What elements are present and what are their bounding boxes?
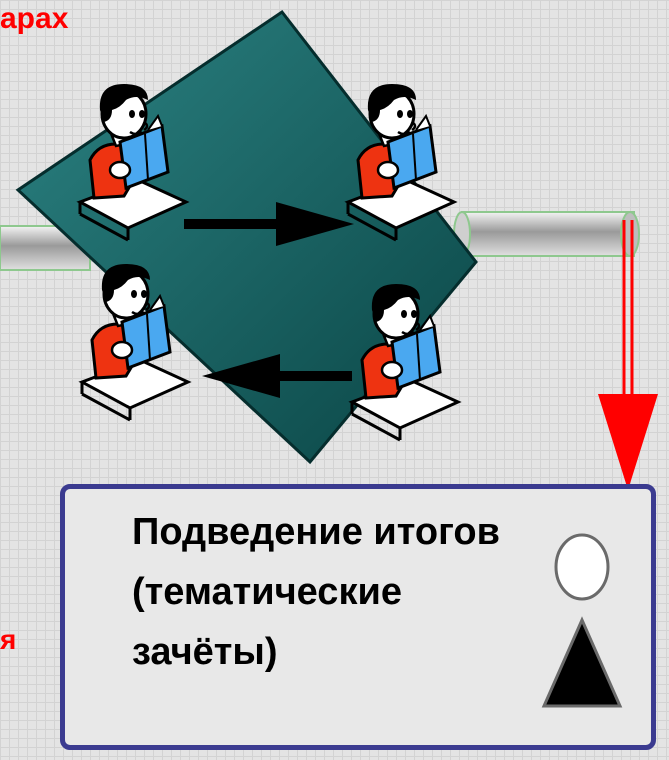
summary-text: Подведение итогов (тематические зачёты) [132, 502, 652, 682]
left-label-top: арах [0, 2, 69, 35]
circle-icon [554, 533, 610, 601]
triangle-icon [541, 616, 623, 708]
arrow-left-icon [202, 354, 352, 398]
summary-line-3: зачёты) [132, 631, 278, 673]
arrow-down-icon [598, 220, 658, 490]
summary-line-2: (тематические [132, 571, 402, 613]
left-label-bottom: я [0, 624, 17, 655]
summary-line-1: Подведение итогов [132, 511, 500, 553]
arrow-right-icon [184, 202, 354, 246]
